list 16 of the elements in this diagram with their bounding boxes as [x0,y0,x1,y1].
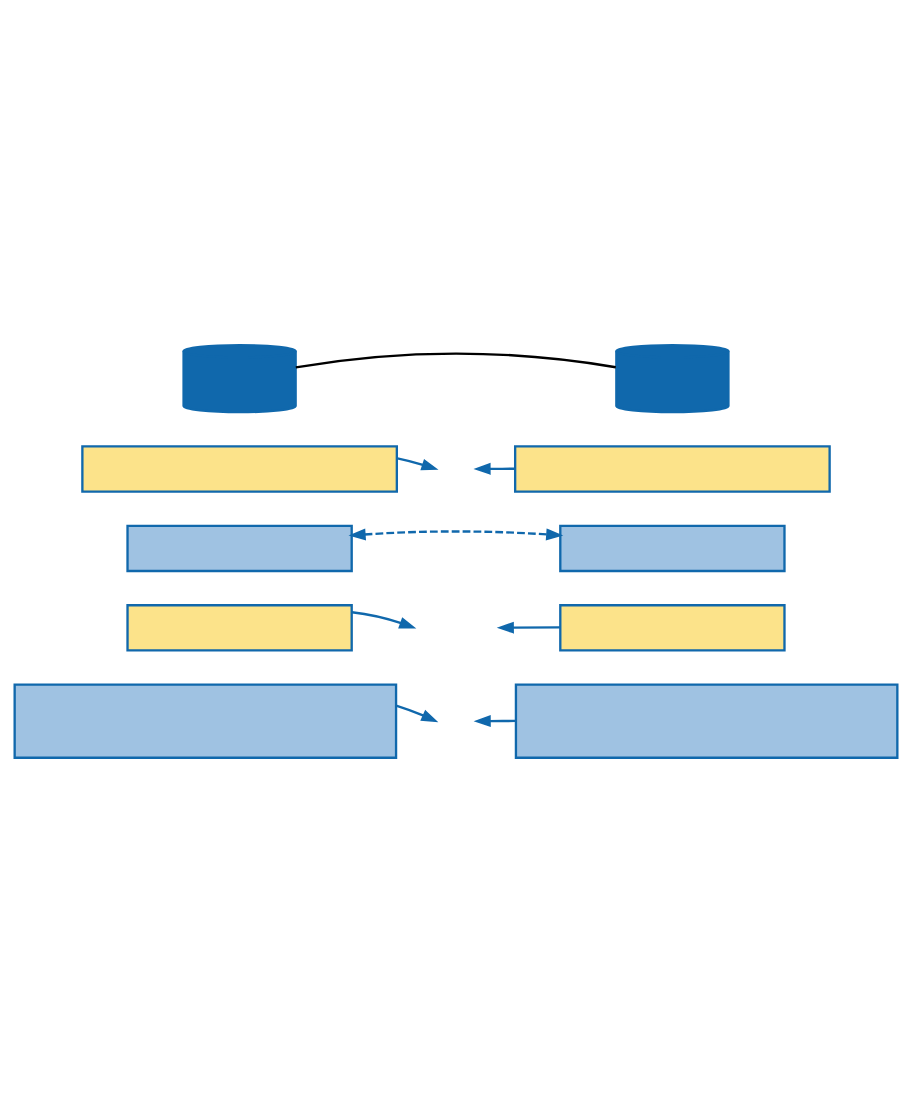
connector [295,352,616,369]
node-box [81,445,398,493]
arrow [348,528,564,541]
node-box [559,524,786,573]
arrow [397,457,439,471]
node-box [126,604,353,652]
arrow [473,462,515,475]
node-box [126,524,353,573]
node-box [559,604,786,652]
node-box [514,683,899,759]
node-box [514,445,831,493]
arrow [395,704,439,723]
arrow [473,715,516,728]
node-box [13,683,398,759]
arrow [351,611,417,629]
arrow [496,621,561,634]
